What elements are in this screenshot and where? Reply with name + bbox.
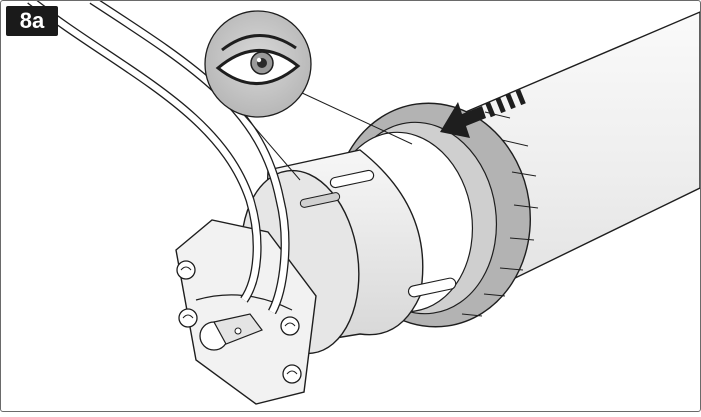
mounting-screw [178, 308, 198, 328]
adapter-ring-ribs [461, 111, 539, 317]
mounting-screw [176, 260, 196, 280]
eye-callout-lines [237, 91, 413, 181]
step-label-badge: 8a [6, 6, 58, 36]
eye-inspection-callout [204, 10, 312, 118]
eye-icon [215, 34, 301, 85]
body-slot [299, 192, 341, 208]
body-slot [329, 169, 375, 189]
insertion-arrow-icon [440, 89, 526, 138]
power-cable [27, 0, 290, 315]
mounting-screw [280, 316, 300, 336]
body-slot [407, 277, 457, 298]
mounting-screw [282, 364, 302, 384]
drive-shaft [199, 313, 263, 351]
